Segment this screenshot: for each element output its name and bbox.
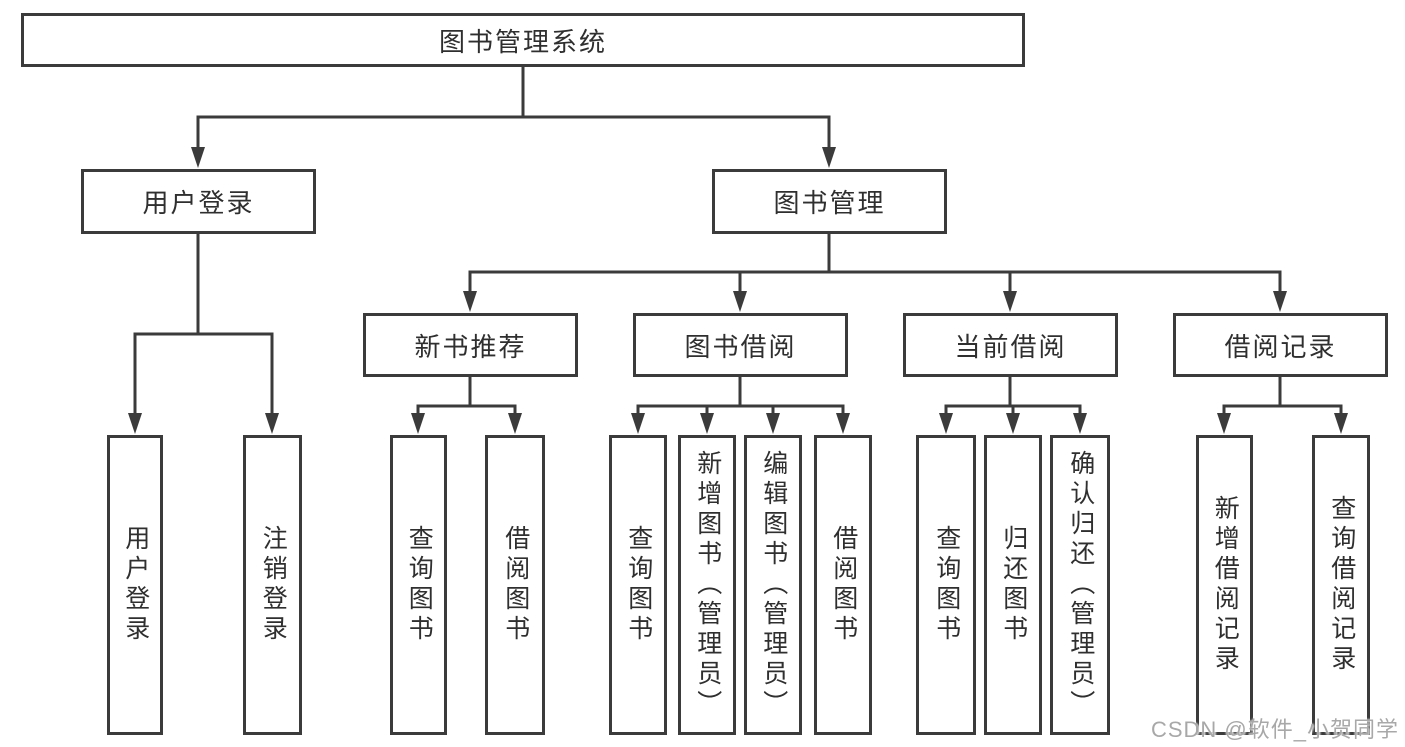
leaf-br-add-record: 新增借阅记录 <box>1196 435 1253 735</box>
leaf-cb-return-book-label: 归还图书 <box>999 525 1028 645</box>
leaf-bb-borrow-book: 借阅图书 <box>814 435 872 735</box>
node-borrow-record: 借阅记录 <box>1173 313 1388 377</box>
leaf-user-login: 用户登录 <box>107 435 163 735</box>
node-user-login: 用户登录 <box>81 169 316 234</box>
leaf-rec-query-book: 查询图书 <box>390 435 447 735</box>
leaf-bb-add-book: 新增图书（管理员） <box>678 435 736 735</box>
node-new-book-recommend-label: 新书推荐 <box>414 331 527 362</box>
leaf-bb-query-book: 查询图书 <box>609 435 667 735</box>
leaf-bb-edit-book: 编辑图书（管理员） <box>744 435 802 735</box>
leaf-rec-query-book-label: 查询图书 <box>405 525 434 645</box>
leaf-cb-query-book: 查询图书 <box>916 435 976 735</box>
leaf-rec-borrow-book: 借阅图书 <box>485 435 545 735</box>
node-borrow-record-label: 借阅记录 <box>1224 331 1337 362</box>
arrowheads <box>128 147 1348 434</box>
leaf-bb-query-book-label: 查询图书 <box>624 525 653 645</box>
leaf-br-add-record-label: 新增借阅记录 <box>1211 495 1240 675</box>
leaf-rec-borrow-book-label: 借阅图书 <box>501 525 530 645</box>
node-root: 图书管理系统 <box>21 13 1025 67</box>
node-current-borrow-label: 当前借阅 <box>954 331 1067 362</box>
leaf-user-login-label: 用户登录 <box>121 525 150 645</box>
node-book-borrow-label: 图书借阅 <box>684 331 797 362</box>
leaf-bb-add-book-label: 新增图书（管理员） <box>693 450 722 720</box>
leaf-logout-label: 注销登录 <box>259 525 288 645</box>
csdn-watermark: CSDN @软件_小贺同学 <box>1150 717 1399 742</box>
leaf-br-query-record-label: 查询借阅记录 <box>1327 495 1356 675</box>
leaf-cb-return-book: 归还图书 <box>984 435 1042 735</box>
node-root-label: 图书管理系统 <box>438 26 607 57</box>
leaf-cb-confirm-return: 确认归还（管理员） <box>1050 435 1110 735</box>
leaf-cb-query-book-label: 查询图书 <box>932 525 961 645</box>
node-book-borrow: 图书借阅 <box>633 313 848 377</box>
node-user-login-label: 用户登录 <box>142 188 255 218</box>
node-new-book-recommend: 新书推荐 <box>363 313 578 377</box>
leaf-br-query-record: 查询借阅记录 <box>1312 435 1370 735</box>
node-book-management-label: 图书管理 <box>773 188 886 218</box>
node-current-borrow: 当前借阅 <box>903 313 1118 377</box>
node-book-management: 图书管理 <box>712 169 947 234</box>
leaf-bb-edit-book-label: 编辑图书（管理员） <box>759 450 788 720</box>
leaf-logout: 注销登录 <box>243 435 302 735</box>
leaf-cb-confirm-return-label: 确认归还（管理员） <box>1066 450 1095 720</box>
leaf-bb-borrow-book-label: 借阅图书 <box>829 525 858 645</box>
